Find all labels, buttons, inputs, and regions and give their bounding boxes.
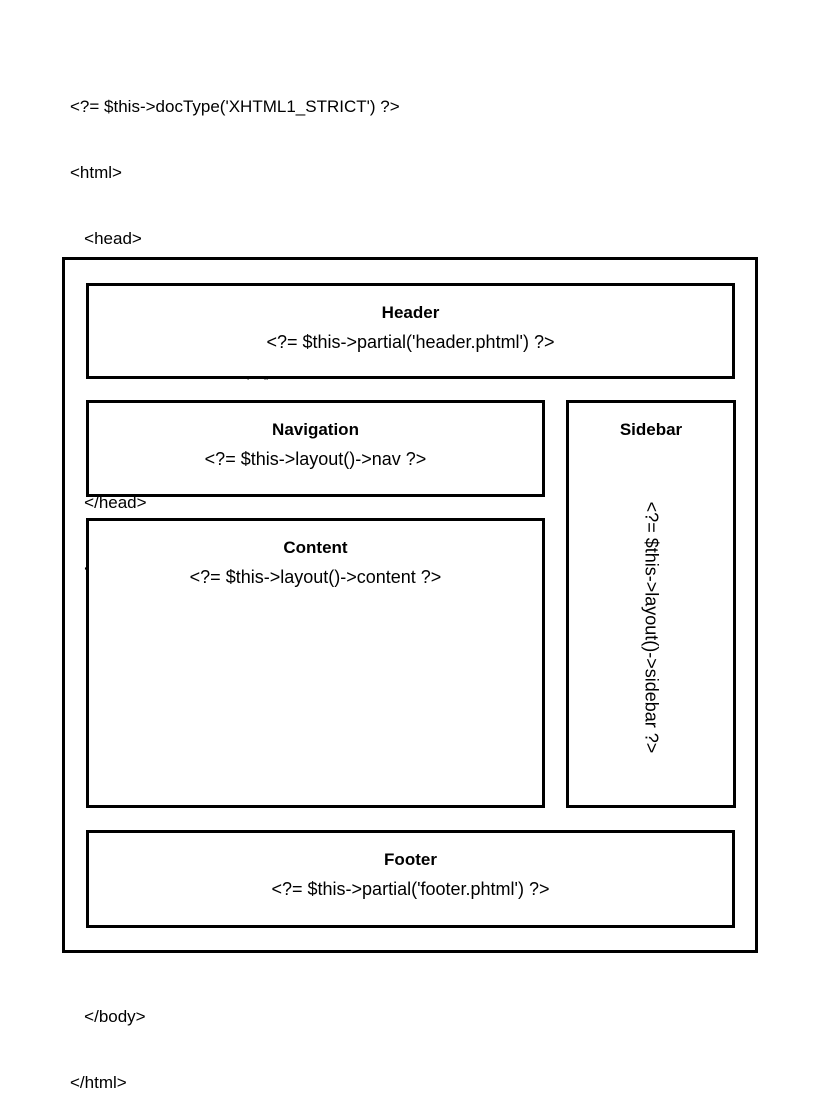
region-sidebar-code: <?= $this->layout()->sidebar ?> bbox=[641, 501, 662, 753]
region-footer-title: Footer bbox=[384, 850, 437, 869]
region-navigation-code: <?= $this->layout()->nav ?> bbox=[204, 449, 427, 469]
region-sidebar: Sidebar <?= $this->layout()->sidebar ?> bbox=[566, 400, 736, 808]
code-line-body-close: </body> bbox=[70, 1007, 146, 1026]
region-header-code: <?= $this->partial('header.phtml') ?> bbox=[266, 332, 555, 352]
region-content-code: <?= $this->layout()->content ?> bbox=[189, 567, 442, 587]
region-sidebar-code-wrapper: <?= $this->layout()->sidebar ?> bbox=[569, 451, 733, 803]
region-footer: Footer <?= $this->partial('footer.phtml'… bbox=[86, 830, 735, 928]
region-header-title: Header bbox=[381, 303, 440, 322]
region-content: Content <?= $this->layout()->content ?> bbox=[86, 518, 545, 808]
region-header: Header <?= $this->partial('header.phtml'… bbox=[86, 283, 735, 379]
region-navigation-title: Navigation bbox=[272, 420, 359, 439]
region-navigation: Navigation <?= $this->layout()->nav ?> bbox=[86, 400, 545, 497]
region-content-title: Content bbox=[283, 538, 348, 557]
body-frame bbox=[62, 257, 758, 953]
code-line-head-open: <head> bbox=[70, 229, 142, 248]
region-footer-code: <?= $this->partial('footer.phtml') ?> bbox=[271, 879, 550, 899]
code-line-head-close: </head> bbox=[70, 493, 147, 512]
code-block-bottom: </body> </html> bbox=[70, 962, 146, 1116]
code-line-doctype: <?= $this->docType('XHTML1_STRICT') ?> bbox=[70, 97, 400, 116]
region-sidebar-title: Sidebar bbox=[619, 420, 683, 439]
code-line-html-open: <html> bbox=[70, 163, 122, 182]
code-line-html-close: </html> bbox=[70, 1073, 127, 1092]
